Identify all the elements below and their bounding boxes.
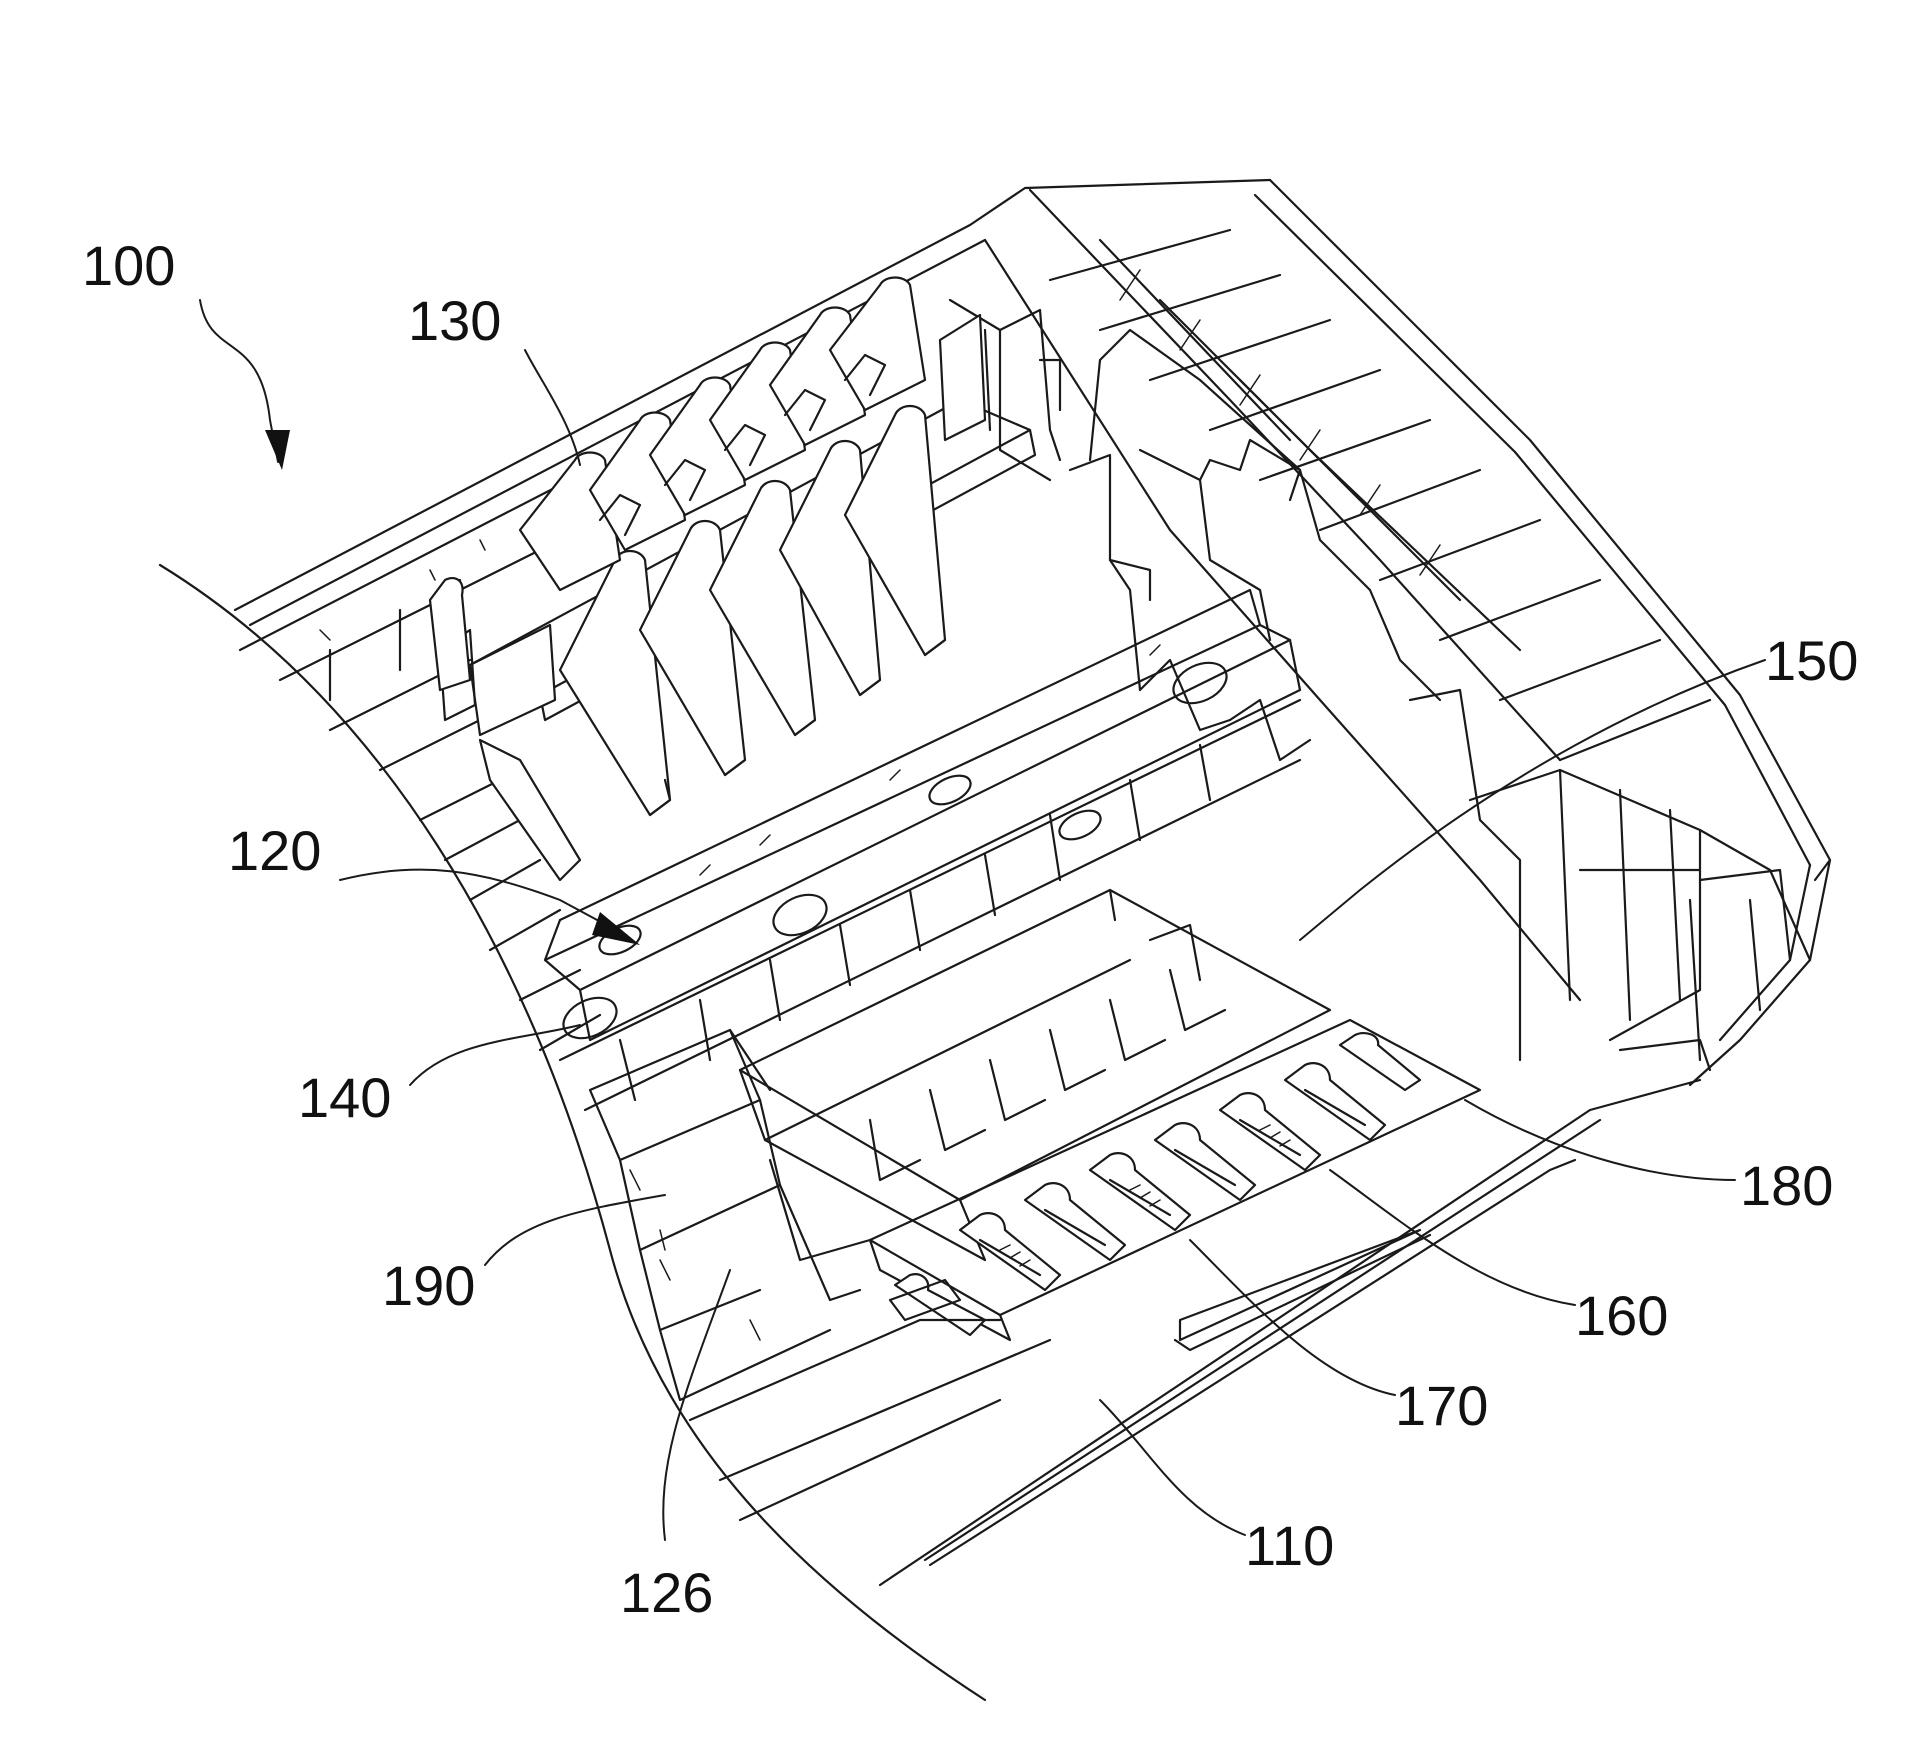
leader-140 bbox=[409, 1024, 581, 1086]
label-100: 100 bbox=[82, 234, 175, 297]
lower-tray-150 bbox=[738, 888, 1332, 1262]
lower-fins-160 bbox=[868, 1018, 1482, 1342]
label-160: 160 bbox=[1575, 1284, 1668, 1347]
crossbeam-140 bbox=[543, 588, 1302, 1112]
leader-170 bbox=[1189, 1239, 1396, 1396]
label-120: 120 bbox=[228, 819, 321, 882]
leader-150 bbox=[1299, 659, 1766, 941]
fin bbox=[558, 549, 672, 817]
leader-100 bbox=[199, 299, 279, 463]
left-rails bbox=[238, 478, 602, 1052]
label-150: 150 bbox=[1765, 629, 1858, 692]
label-140: 140 bbox=[298, 1066, 391, 1129]
arrow-100-head bbox=[265, 430, 290, 470]
label-110: 110 bbox=[1245, 1514, 1334, 1577]
lower-channel-190 bbox=[588, 1028, 1052, 1522]
housing-body bbox=[158, 178, 1832, 1702]
label-170: 170 bbox=[1395, 1374, 1488, 1437]
leader-180 bbox=[1464, 1099, 1736, 1181]
label-180: 180 bbox=[1740, 1154, 1833, 1217]
fin-array-130 bbox=[428, 276, 1037, 882]
leader-120 bbox=[339, 868, 626, 936]
leader-110 bbox=[1099, 1399, 1246, 1536]
arrow-120-head bbox=[592, 912, 640, 945]
label-130: 130 bbox=[408, 289, 501, 352]
leader-130 bbox=[524, 349, 581, 466]
leader-lines bbox=[199, 299, 1766, 1541]
label-126: 126 bbox=[620, 1561, 713, 1624]
reference-labels: 100 130 120 140 190 126 110 170 160 180 … bbox=[82, 234, 1858, 1624]
leader-126 bbox=[662, 1269, 731, 1541]
label-190: 190 bbox=[382, 1254, 475, 1317]
leader-190 bbox=[484, 1194, 666, 1266]
leader-160 bbox=[1329, 1169, 1576, 1306]
fin bbox=[843, 404, 947, 657]
